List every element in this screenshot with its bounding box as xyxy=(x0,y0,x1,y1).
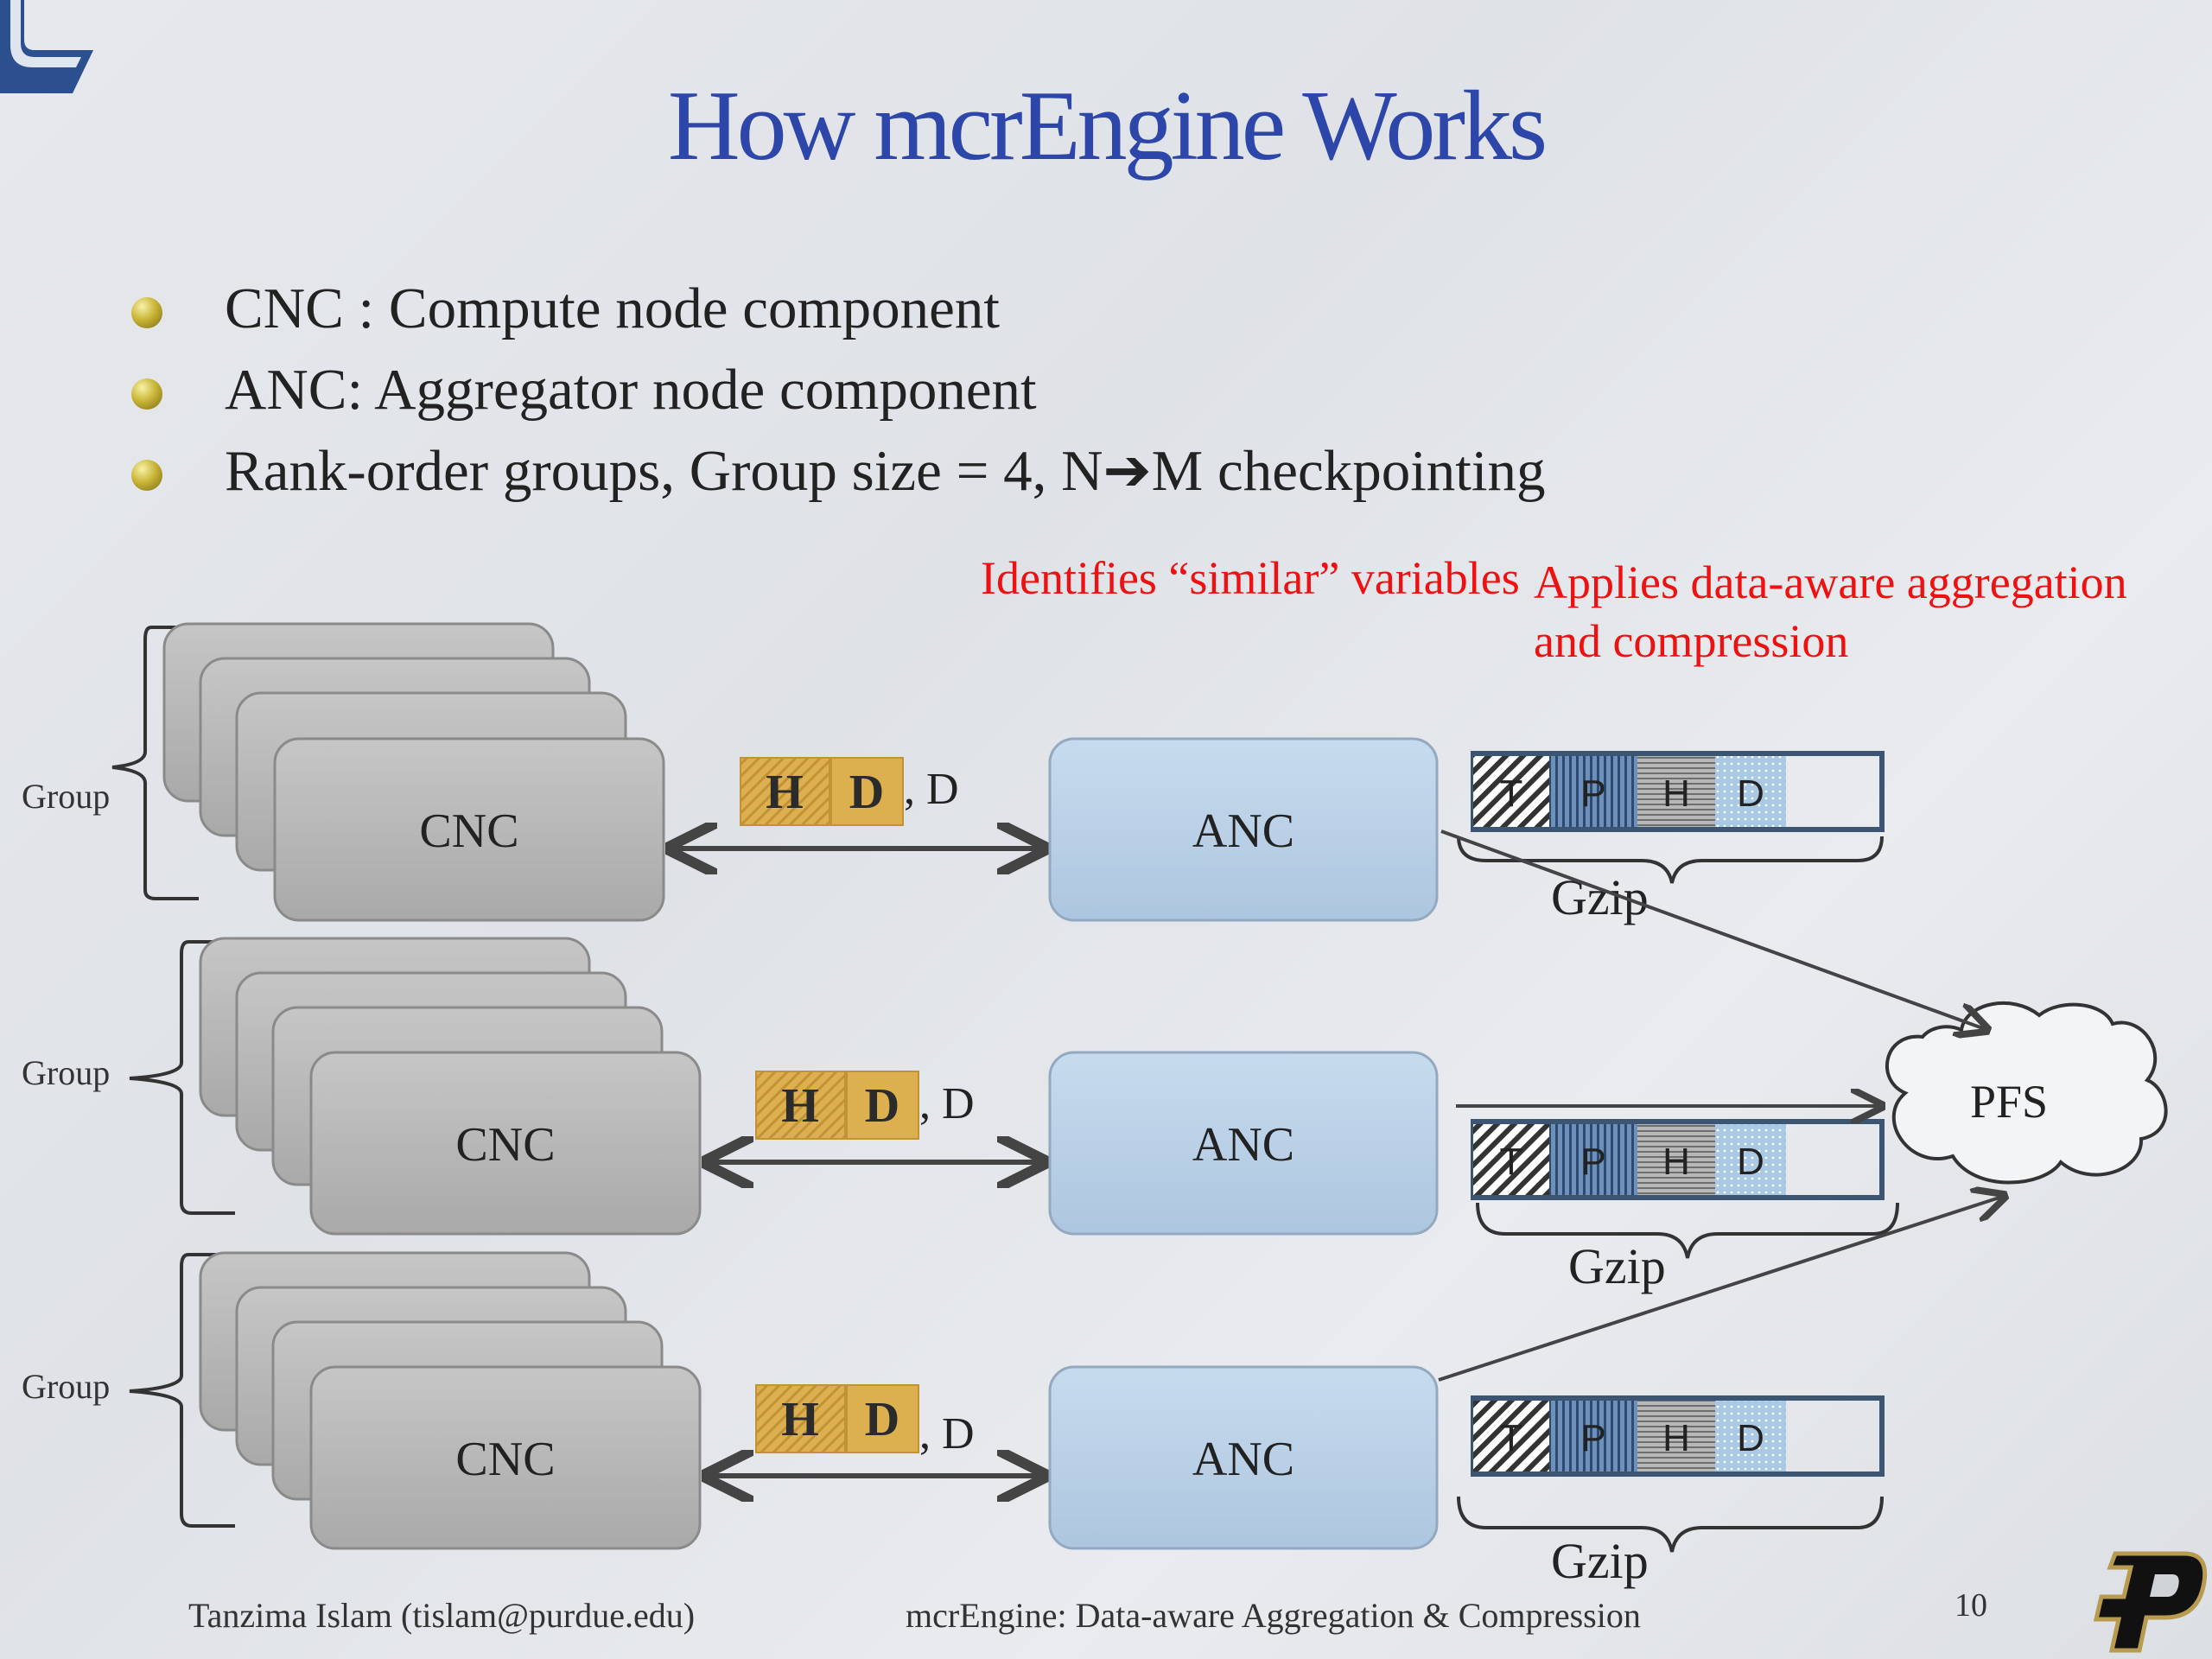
pfs-cloud-shape xyxy=(1885,1001,2168,1185)
buffer-cell-t xyxy=(1473,756,1549,827)
group-row-1: Group CNC H D , D ANC T P H D Gzip xyxy=(22,622,1885,925)
msg-box-d-label: D xyxy=(849,766,884,819)
msg-box-d-label: D xyxy=(865,1079,899,1133)
buffer-cell-d-label: D xyxy=(1737,1417,1764,1459)
buffer-cell-p-label: P xyxy=(1580,1417,1605,1459)
msg-box-h-label: H xyxy=(781,1393,819,1446)
buffer-cell-t-label: T xyxy=(1500,1417,1523,1459)
buffer-cell-p xyxy=(1549,1401,1637,1471)
msg-suffix: , D xyxy=(919,1409,975,1459)
footer-title: mcrEngine: Data-aware Aggregation & Comp… xyxy=(906,1596,1641,1635)
page-number: 10 xyxy=(1955,1587,1987,1624)
buffer-cell-t-label: T xyxy=(1500,1141,1523,1183)
buffer-cell-h-label: H xyxy=(1662,1417,1690,1459)
group-row-3: Group CNC H D , D ANC T P H D Gzip xyxy=(22,1251,1885,1589)
group-label: Group xyxy=(22,777,110,816)
bullet-text: CNC : Compute node component xyxy=(225,276,1000,340)
bullet-sphere-icon xyxy=(131,460,162,491)
buffer-cell-p-label: P xyxy=(1580,1141,1605,1183)
buffer-cell-p xyxy=(1549,756,1637,827)
group-label: Group xyxy=(22,1367,110,1406)
buffer-cell-d-label: D xyxy=(1737,772,1764,815)
buffer-cell-h-label: H xyxy=(1662,772,1690,815)
buffer-cell-p-label: P xyxy=(1580,772,1605,815)
anc-label: ANC xyxy=(1192,804,1294,858)
msg-box-h-label: H xyxy=(766,766,804,819)
msg-box-d xyxy=(846,1071,919,1140)
slide-title: How mcrEngine Works xyxy=(667,71,1548,181)
buffer-cell-h xyxy=(1637,756,1715,827)
bullet-item: ANC: Aggregator node component xyxy=(130,349,1546,430)
group-brace xyxy=(129,940,235,1215)
cnc-label: CNC xyxy=(419,804,518,858)
annotation-applies-line2: and compression xyxy=(1534,615,1849,667)
bullet-item: CNC : Compute node component xyxy=(130,268,1546,349)
msg-suffix: , D xyxy=(919,1079,975,1128)
bullet-item: Rank-order groups, Group size = 4, N➔M c… xyxy=(130,430,1546,512)
purdue-p-logo-icon xyxy=(2093,1551,2208,1653)
group-brace xyxy=(129,1253,235,1528)
cnc-box xyxy=(309,1051,702,1236)
cnc-box xyxy=(273,737,665,922)
gzip-label: Gzip xyxy=(1551,1533,1649,1589)
msg-box-d xyxy=(846,1384,919,1453)
bullet-sphere-icon xyxy=(131,378,162,410)
gzip-brace xyxy=(1457,836,1884,884)
msg-box-h xyxy=(755,1071,846,1140)
bullet-list: CNC : Compute node component ANC: Aggreg… xyxy=(130,268,1546,512)
msg-suffix: , D xyxy=(904,765,959,814)
buffer-cell-d xyxy=(1715,1401,1786,1471)
buffer-cell-d-label: D xyxy=(1737,1141,1764,1183)
anc-label: ANC xyxy=(1192,1118,1294,1172)
anc-pfs-flow xyxy=(1440,830,1987,1030)
bullet-text: Rank-order groups, Group size = 4, N➔M c… xyxy=(225,439,1546,503)
anc-box xyxy=(1048,1365,1439,1550)
annotation-applies-line1: Applies data-aware aggregation xyxy=(1534,556,2127,608)
pfs-label: PFS xyxy=(1970,1076,2048,1128)
annotation-identifies: Identifies “similar” variables xyxy=(981,552,1520,604)
anc-box xyxy=(1048,1051,1439,1236)
msg-box-d-label: D xyxy=(865,1393,899,1446)
cnc-label: CNC xyxy=(455,1118,555,1172)
buffer-cell-h-label: H xyxy=(1662,1141,1690,1183)
anc-pfs-flow xyxy=(1438,1196,2005,1382)
msg-box-d xyxy=(830,757,904,826)
brand-logo-icon xyxy=(0,0,93,93)
bullet-sphere-icon xyxy=(131,297,162,328)
msg-box-h xyxy=(755,1384,846,1453)
bullet-text: ANC: Aggregator node component xyxy=(225,358,1037,422)
buffer-cell-d xyxy=(1715,756,1786,827)
buffer-cell-t xyxy=(1473,1401,1549,1471)
anc-label: ANC xyxy=(1192,1433,1294,1486)
msg-box-h xyxy=(740,757,830,826)
footer-author: Tanzima Islam (tislam@purdue.edu) xyxy=(188,1596,696,1635)
group-row-2: Group CNC H D , D ANC T P H D Gzip xyxy=(22,937,1899,1294)
buffer-cell-h xyxy=(1637,1124,1715,1195)
buffer-cell-t xyxy=(1473,1124,1549,1195)
msg-box-h-label: H xyxy=(781,1079,819,1133)
cnc-box xyxy=(309,1365,702,1550)
buffer-cell-p xyxy=(1549,1124,1637,1195)
anc-box xyxy=(1048,737,1439,922)
group-brace xyxy=(111,626,199,900)
pfs-cloud: PFS xyxy=(1885,1001,2168,1185)
annotation-applies: Applies data-aware aggregation and compr… xyxy=(1534,553,2127,671)
gzip-label: Gzip xyxy=(1568,1238,1666,1294)
cnc-label: CNC xyxy=(455,1433,555,1486)
gzip-brace xyxy=(1457,1496,1884,1553)
gzip-brace xyxy=(1476,1202,1899,1259)
buffer-cell-d xyxy=(1715,1124,1786,1195)
buffer-cell-t-label: T xyxy=(1500,772,1523,815)
group-label: Group xyxy=(22,1053,110,1092)
buffer-cell-h xyxy=(1637,1401,1715,1471)
